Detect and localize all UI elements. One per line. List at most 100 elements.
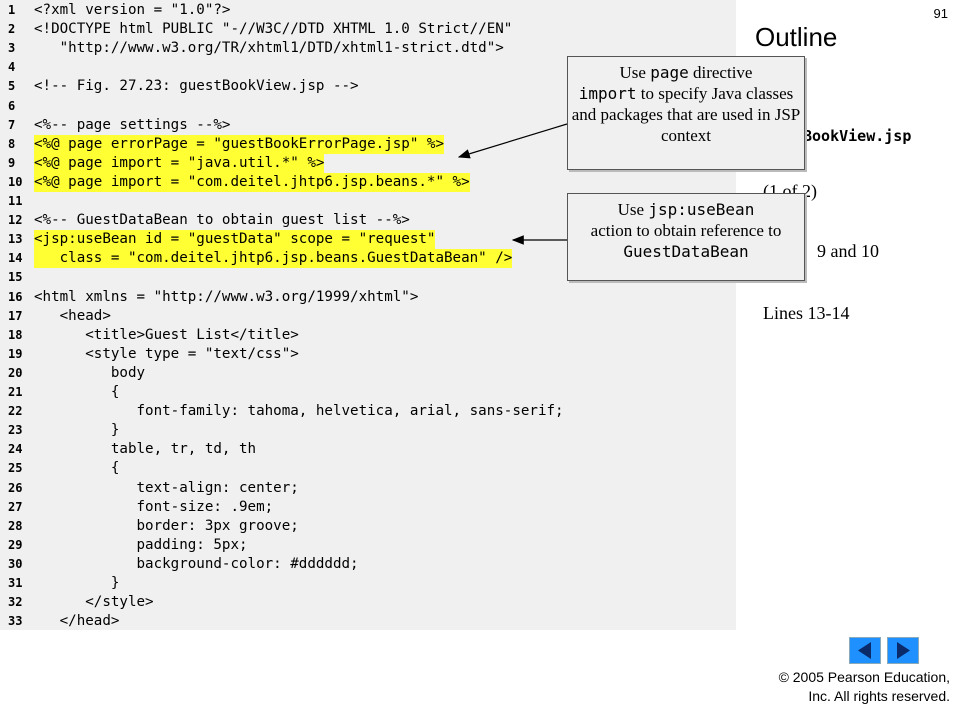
copyright-line-2: Inc. All rights reserved. <box>808 688 950 704</box>
line-number: 23 <box>8 423 23 438</box>
code-line: 22 font-family: tahoma, helvetica, arial… <box>0 402 736 421</box>
code-line: 13<jsp:useBean id = "guestData" scope = … <box>0 230 736 250</box>
code-text: <!DOCTYPE html PUBLIC "-//W3C//DTD XHTML… <box>34 21 513 38</box>
code-text: "http://www.w3.org/TR/xhtml1/DTD/xhtml1-… <box>34 40 504 57</box>
code-text-highlighted: <jsp:useBean id = "guestData" scope = "r… <box>34 230 436 250</box>
code-line: 17 <head> <box>0 307 736 326</box>
code-line: 7<%-- page settings --%> <box>0 116 736 135</box>
code-text-highlighted: <%@ page import = "java.util.*" %> <box>34 153 325 173</box>
callout-code: page <box>650 63 689 82</box>
triangle-right-icon <box>897 642 910 659</box>
code-line: 16<html xmlns = "http://www.w3.org/1999/… <box>0 288 736 307</box>
previous-slide-button[interactable] <box>849 637 881 664</box>
line-number: 9 <box>8 155 16 170</box>
code-text: </style> <box>34 594 154 611</box>
lines-note-9-10: 9 and 10 <box>817 241 879 261</box>
callout-text: to specify Java classes and packages tha… <box>571 84 801 145</box>
callout-text: action to obtain reference to <box>590 221 782 240</box>
code-line: 28 border: 3px groove; <box>0 517 736 536</box>
code-line: 31 } <box>0 574 736 593</box>
code-text: </head> <box>34 613 120 630</box>
code-line: 14 class = "com.deitel.jhtp6.jsp.beans.G… <box>0 249 736 269</box>
code-line: 30 background-color: #dddddd; <box>0 555 736 574</box>
line-number: 12 <box>8 213 23 228</box>
code-line: 24 table, tr, td, th <box>0 440 736 459</box>
callout-text: Use <box>617 200 649 219</box>
code-text-highlighted: class = "com.deitel.jhtp6.jsp.beans.Gues… <box>34 249 513 269</box>
code-line: 10 <%@ page import = "com.deitel.jhtp6.js… <box>0 172 736 192</box>
callout-code: jsp:useBean <box>648 200 755 219</box>
code-text: <title>Guest List</title> <box>34 326 299 343</box>
code-line: 1 <?xml version = "1.0"?> <box>0 1 736 20</box>
code-text: body <box>34 364 146 381</box>
line-number: 17 <box>8 308 23 323</box>
code-text: } <box>34 422 120 439</box>
code-line: 4 <box>0 58 736 77</box>
callout-text: directive <box>688 63 753 82</box>
line-number: 16 <box>8 289 23 304</box>
file-label: BookView.jsp <box>803 127 912 145</box>
triangle-left-icon <box>858 642 871 659</box>
code-line: 11 <box>0 192 736 211</box>
copyright-line-1: © 2005 Pearson Education, <box>778 669 950 685</box>
line-number: 27 <box>8 499 23 514</box>
code-line: 8<%@ page errorPage = "guestBookErrorPag… <box>0 134 736 154</box>
page-number: 91 <box>933 6 948 21</box>
code-text: font-family: tahoma, helvetica, arial, s… <box>34 403 564 420</box>
code-text: table, tr, td, th <box>34 441 257 458</box>
code-text: <?xml version = "1.0"?> <box>34 2 231 18</box>
code-text: <%-- GuestDataBean to obtain guest list … <box>34 212 410 229</box>
line-number: 26 <box>8 480 23 495</box>
code-text: padding: 5px; <box>34 536 248 553</box>
line-number: 3 <box>8 41 16 56</box>
code-line: 5<!-- Fig. 27.23: guestBookView.jsp --> <box>0 77 736 96</box>
code-line: 26 text-align: center; <box>0 479 736 498</box>
line-number: 15 <box>8 270 23 285</box>
line-number: 2 <box>8 22 16 37</box>
code-line: 9 <%@ page import = "java.util.*" %> <box>0 153 736 173</box>
code-line: 33 </head> <box>0 612 736 631</box>
line-number: 8 <box>8 136 16 151</box>
callout-page-directive: Use page directive import to specify Jav… <box>567 56 805 170</box>
lines-note-13-14: Lines 13-14 <box>763 303 850 323</box>
code-text: { <box>34 384 120 400</box>
line-number: 30 <box>8 556 23 571</box>
line-number: 14 <box>8 251 23 266</box>
code-line: 20 body <box>0 364 736 383</box>
code-line: 21 { <box>0 383 736 402</box>
code-line: 25 { <box>0 459 736 478</box>
callout-text: Use <box>619 63 651 82</box>
line-number: 24 <box>8 442 23 457</box>
line-number: 33 <box>8 614 23 629</box>
line-number: 10 <box>8 174 23 189</box>
code-line: 27 font-size: .9em; <box>0 498 736 517</box>
line-number: 20 <box>8 365 23 380</box>
code-text: border: 3px groove; <box>34 517 299 534</box>
copyright: © 2005 Pearson Education, Inc. All right… <box>779 668 950 706</box>
callout-code: import <box>578 84 637 103</box>
line-number: 25 <box>8 461 23 476</box>
code-line: 29 padding: 5px; <box>0 536 736 555</box>
line-number: 22 <box>8 404 23 419</box>
line-number: 4 <box>8 60 16 75</box>
code-line: 32 </style> <box>0 593 736 612</box>
line-number: 5 <box>8 79 16 94</box>
line-number: 31 <box>8 576 23 590</box>
code-text: <style type = "text/css"> <box>34 345 299 362</box>
callout-usebean: Use jsp:useBean action to obtain referen… <box>567 193 805 281</box>
line-number: 18 <box>8 327 23 342</box>
code-text: background-color: #dddddd; <box>34 555 359 572</box>
line-number: 1 <box>8 3 16 17</box>
code-line: 15 <box>0 268 736 287</box>
code-line: 3 "http://www.w3.org/TR/xhtml1/DTD/xhtml… <box>0 39 736 58</box>
line-number: 6 <box>8 98 16 113</box>
code-line: 12 <%-- GuestDataBean to obtain guest lis… <box>0 211 736 230</box>
code-text-highlighted: <%@ page import = "com.deitel.jhtp6.jsp.… <box>34 172 470 192</box>
next-slide-button[interactable] <box>887 637 919 664</box>
code-text: text-align: center; <box>34 479 299 496</box>
line-number: 32 <box>8 595 23 610</box>
code-line: 18 <title>Guest List</title> <box>0 326 736 345</box>
line-number: 19 <box>8 346 23 361</box>
code-line: 19 <style type = "text/css"> <box>0 345 736 364</box>
code-line: 23 } <box>0 421 736 440</box>
